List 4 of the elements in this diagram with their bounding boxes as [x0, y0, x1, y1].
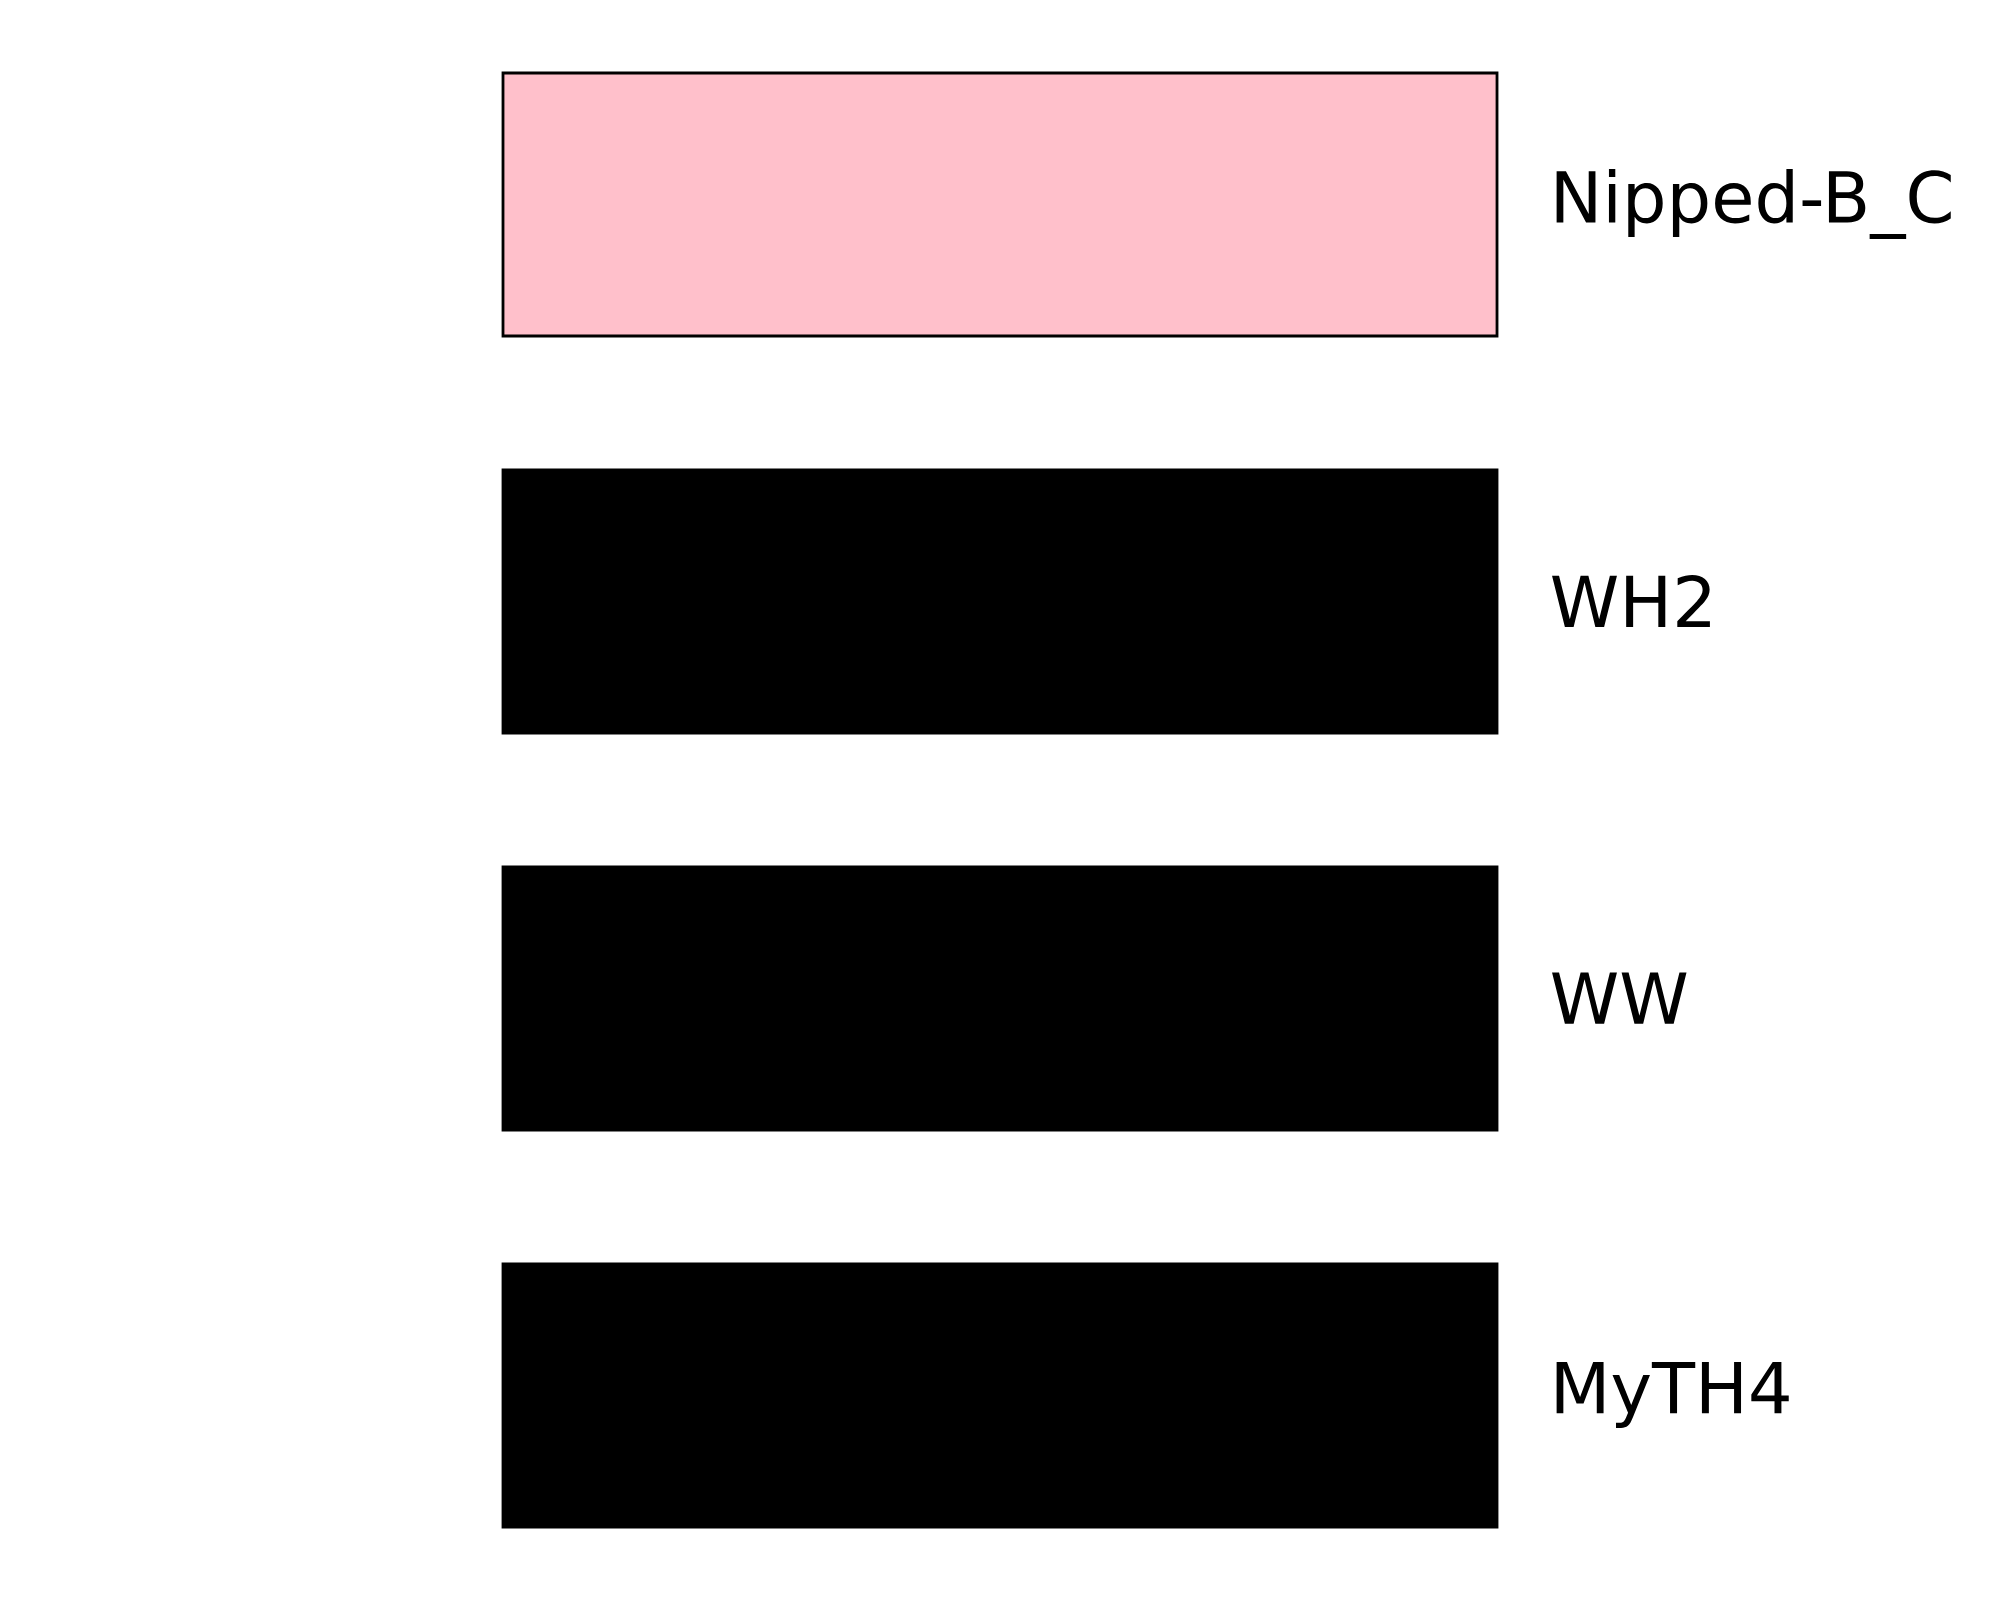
legend-label: WH2	[1552, 574, 1710, 628]
legend-label: WW	[1552, 972, 1687, 1024]
legend-label: MyTH4	[1556, 1362, 1789, 1428]
legend-label: Nipped-B_C	[1556, 169, 1951, 240]
